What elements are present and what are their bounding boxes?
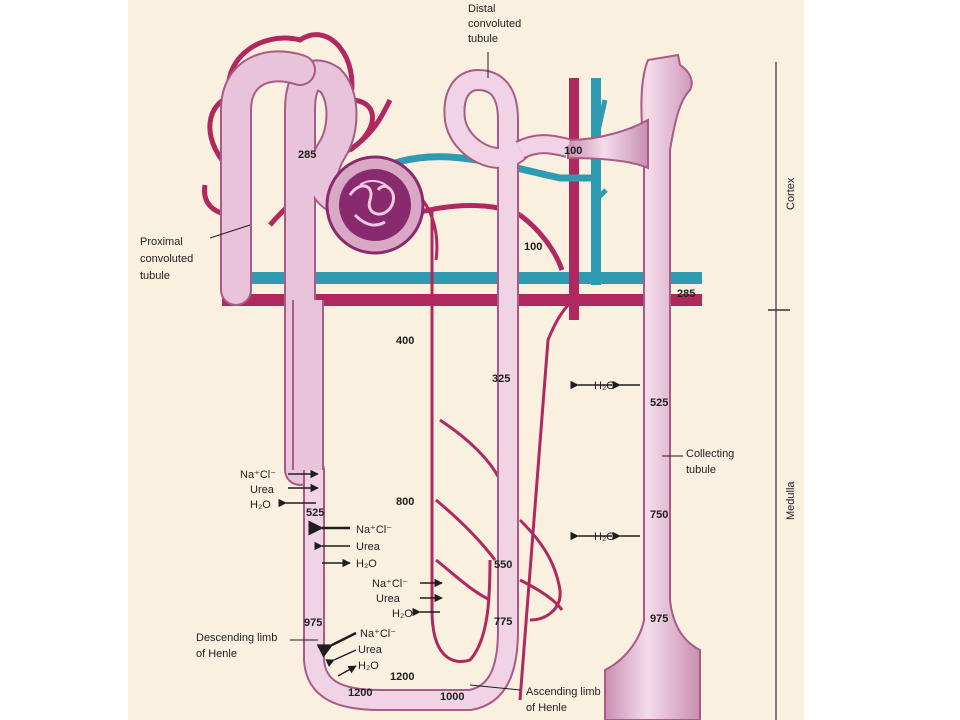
urea-3: Urea: [376, 593, 401, 605]
h2o-2: H₂O: [356, 558, 377, 570]
osm-1200-bend: 1200: [348, 687, 372, 699]
distal-label-3: tubule: [468, 33, 498, 45]
ascending-label-2: of Henle: [526, 702, 567, 714]
h2o-ct-1: H₂O: [594, 380, 615, 392]
nephron-tubule: [220, 50, 571, 711]
osm-dct-b: 100: [524, 241, 542, 253]
medulla-label: Medulla: [785, 481, 797, 520]
h2o-arrows: [570, 380, 640, 541]
osm-550: 550: [494, 559, 512, 571]
osm-ct-975: 975: [650, 613, 668, 625]
h2o-4: H₂O: [358, 660, 379, 672]
zone-scale: [768, 62, 790, 720]
proximal-label-1: Proximal: [140, 236, 183, 248]
osm-1200-v: 1200: [390, 671, 414, 683]
osm-800: 800: [396, 496, 414, 508]
h2o-1: H₂O: [250, 499, 271, 511]
cortex-label: Cortex: [785, 177, 797, 210]
vasa-recta: [409, 188, 564, 664]
osm-ct-525: 525: [650, 397, 668, 409]
urea-4: Urea: [358, 644, 383, 656]
osm-ct-750: 750: [650, 509, 668, 521]
descending-label-1: Descending limb: [196, 632, 277, 644]
h2o-ct-2: H₂O: [594, 531, 615, 543]
nacl-4: Na⁺Cl⁻: [360, 628, 396, 640]
proximal-label-2: convoluted: [140, 253, 193, 265]
osm-400: 400: [396, 335, 414, 347]
osmolarity-values: 285 100 100 285 400 325 525 800 525 750 …: [298, 145, 695, 703]
osm-775: 775: [494, 616, 512, 628]
solute-labels: Na⁺Cl⁻ Urea H₂O Na⁺Cl⁻ Urea H₂O Na⁺Cl⁻ U…: [240, 380, 615, 672]
collecting-label-2: tubule: [686, 464, 716, 476]
solute-arrows: [278, 469, 443, 677]
nacl-2: Na⁺Cl⁻: [356, 524, 392, 536]
urea-2: Urea: [356, 541, 381, 553]
osm-325: 325: [492, 373, 510, 385]
collecting-tubule: [567, 53, 701, 720]
osm-dct-a: 100: [564, 145, 582, 157]
distal-label-1: Distal: [468, 3, 496, 15]
proximal-label-3: tubule: [140, 270, 170, 282]
osm-pct: 285: [298, 149, 316, 161]
structure-labels: Distal convoluted tubule Proximal convol…: [140, 3, 797, 714]
osm-1000: 1000: [440, 691, 464, 703]
descending-label-2: of Henle: [196, 648, 237, 660]
nacl-3: Na⁺Cl⁻: [372, 578, 408, 590]
urea-1: Urea: [250, 484, 275, 496]
ascending-label-1: Ascending limb: [526, 686, 601, 698]
distal-label-2: convoluted: [468, 18, 521, 30]
osm-dl-975: 975: [304, 617, 322, 629]
leaders: [209, 52, 683, 691]
osm-ct-285: 285: [677, 288, 695, 300]
h2o-3: H₂O: [392, 608, 413, 620]
nacl-1: Na⁺Cl⁻: [240, 469, 276, 481]
collecting-label-1: Collecting: [686, 448, 734, 460]
glomerulus: [325, 155, 425, 255]
osm-dl-525: 525: [306, 507, 324, 519]
